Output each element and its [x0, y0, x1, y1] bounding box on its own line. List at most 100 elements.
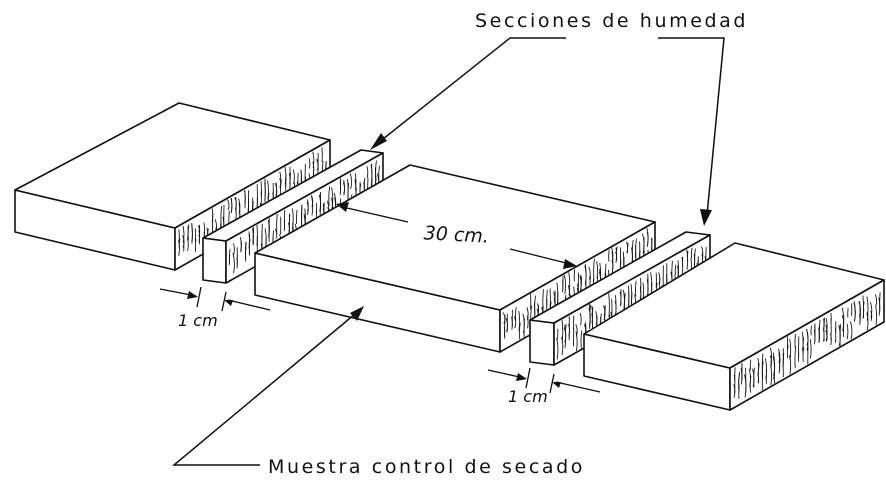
grain-stroke: [658, 272, 661, 285]
grain-stroke: [841, 314, 845, 332]
right-end-block: [583, 242, 885, 411]
moisture-arrowhead-left: [370, 133, 387, 150]
grain-stroke: [611, 247, 614, 263]
grain-stroke: [870, 310, 873, 321]
length-dimension: 30 cm.: [336, 202, 577, 269]
grain-stroke: [646, 232, 649, 244]
grain-stroke: [740, 368, 743, 385]
grain-stroke: [331, 187, 334, 209]
grain-stroke: [748, 368, 751, 387]
grain-stroke: [866, 312, 869, 331]
grain-stroke: [738, 375, 740, 386]
grain-stroke: [526, 315, 529, 329]
grain-stroke: [593, 258, 595, 281]
left-width-leader-inner: [227, 299, 271, 311]
grain-stroke: [825, 318, 828, 335]
grain-stroke: [788, 355, 792, 375]
grain-stroke: [786, 344, 789, 359]
grain-stroke: [822, 328, 825, 342]
grain-stroke: [690, 247, 693, 259]
grain-stroke: [642, 233, 645, 254]
grain-stroke: [733, 384, 736, 398]
grain-stroke: [233, 243, 235, 255]
grain-stroke: [778, 352, 781, 374]
right-moisture-section-front-face: [529, 319, 555, 366]
grain-stroke: [232, 253, 235, 274]
control-sample-label: Muestra control de secado: [268, 456, 585, 478]
grain-stroke: [674, 264, 677, 275]
grain-stroke: [366, 166, 369, 178]
grain-stroke: [191, 222, 193, 244]
grain-stroke: [310, 195, 314, 208]
length-arrowhead-right: [563, 259, 577, 269]
grain-stroke: [511, 316, 513, 330]
grain-stroke: [575, 331, 578, 351]
grain-stroke: [635, 280, 637, 297]
grain-stroke: [749, 359, 752, 371]
grain-stroke: [818, 327, 820, 343]
left-moisture-section-front-face: [202, 237, 227, 284]
grain-stroke: [813, 329, 816, 345]
grain-stroke: [312, 161, 315, 176]
left-width-arrowhead-outer: [187, 291, 198, 299]
right-width-leader-inner: [555, 381, 601, 393]
grain-stroke: [875, 305, 878, 326]
grain-stroke: [182, 235, 185, 248]
length-label: 30 cm.: [423, 222, 489, 247]
grain-stroke: [304, 208, 306, 225]
grain-stroke: [752, 368, 755, 387]
grain-stroke: [757, 363, 760, 383]
grain-stroke: [306, 199, 309, 212]
left-width-tick-outer: [196, 286, 202, 308]
grain-stroke: [220, 205, 222, 228]
grain-stroke: [874, 294, 878, 307]
grain-stroke: [534, 295, 536, 315]
right-width-arrowhead-inner: [552, 382, 561, 388]
left-width-label: 1 cm: [178, 311, 218, 330]
control-sample-callout: Muestra control de secado: [171, 306, 585, 478]
grain-stroke: [693, 253, 696, 267]
grain-stroke: [589, 304, 592, 318]
control-sample-arrowhead: [350, 306, 364, 321]
grain-stroke: [584, 263, 587, 286]
grain-stroke: [850, 321, 853, 340]
grain-stroke: [853, 302, 856, 322]
grain-stroke: [343, 179, 345, 196]
moisture-leader-left: [377, 37, 566, 144]
grain-stroke: [701, 246, 704, 257]
grain-stroke: [518, 322, 521, 340]
left-width-tick-inner: [221, 291, 227, 312]
grain-stroke: [178, 240, 180, 256]
right-width-label: 1 cm: [508, 387, 548, 406]
left-width-arrowhead-inner: [224, 300, 233, 306]
grain-stroke: [588, 307, 591, 329]
grain-stroke: [563, 327, 567, 343]
right-width-tick-inner: [549, 373, 555, 394]
grain-stroke: [588, 266, 591, 280]
grain-stroke: [671, 260, 673, 281]
moisture-sections-callout: Secciones de humedad: [370, 10, 748, 226]
grain-stroke: [777, 348, 781, 363]
grain-stroke: [580, 330, 583, 349]
length-dimension-line-left: [346, 207, 409, 223]
grain-stroke: [575, 324, 578, 337]
right-width-arrowhead-outer: [516, 373, 527, 381]
grain-stroke: [228, 248, 231, 263]
grain-stroke: [564, 275, 566, 295]
grain-stroke: [806, 328, 809, 351]
grain-stroke: [308, 158, 311, 169]
grain-stroke: [764, 358, 767, 380]
grain-stroke: [236, 257, 238, 269]
grain-stroke: [769, 347, 772, 364]
grain-stroke: [810, 325, 812, 336]
grain-stroke: [235, 196, 237, 214]
grain-stroke: [869, 301, 873, 318]
grain-stroke: [349, 173, 352, 190]
grain-stroke: [186, 237, 189, 251]
grain-stroke: [292, 169, 295, 184]
grain-stroke: [505, 318, 508, 332]
moisture-sections-label: Secciones de humedad: [475, 10, 748, 32]
grain-stroke: [227, 199, 230, 211]
grain-stroke: [514, 307, 517, 321]
grain-stroke: [568, 323, 570, 337]
